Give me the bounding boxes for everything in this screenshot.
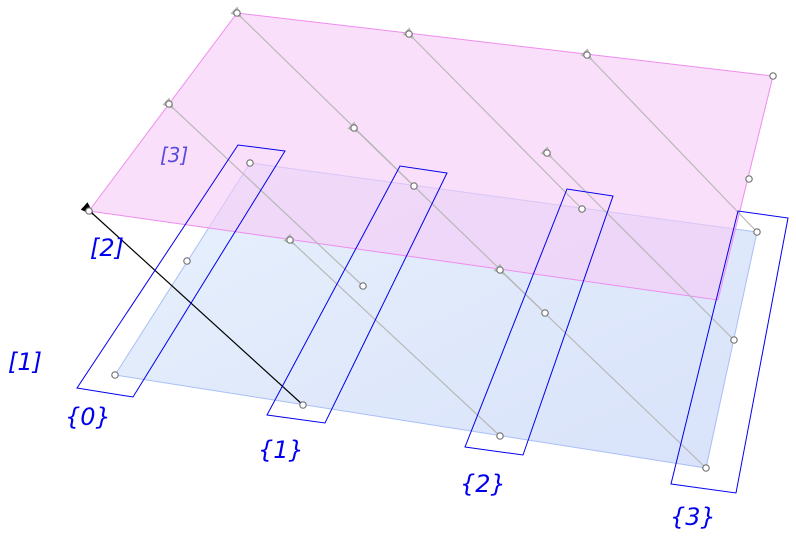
black-arrow <box>80 202 304 406</box>
point-handle[interactable] <box>85 207 93 215</box>
points <box>85 9 777 472</box>
point-handle[interactable] <box>350 124 358 132</box>
connector-arrow <box>162 97 364 287</box>
point-handle[interactable] <box>578 205 586 213</box>
point-handle[interactable] <box>410 182 418 190</box>
point-handle[interactable] <box>299 401 307 409</box>
point-handle[interactable] <box>246 159 254 167</box>
point-handle[interactable] <box>769 72 777 80</box>
layer-label-2: [2] <box>90 234 124 262</box>
slab-frame-0 <box>76 144 286 398</box>
connector-arrow <box>283 233 501 437</box>
slab-frame-2 <box>464 188 614 456</box>
point-handle[interactable] <box>496 432 504 440</box>
point-handle[interactable] <box>405 30 413 38</box>
point-handle[interactable] <box>541 309 549 317</box>
point-handle[interactable] <box>583 51 591 59</box>
point-handle[interactable] <box>359 282 367 290</box>
layer-label-1: [1] <box>8 348 42 376</box>
slab-frame-1 <box>266 165 448 424</box>
point-handle[interactable] <box>730 336 738 344</box>
point-handle[interactable] <box>753 228 761 236</box>
point-handle[interactable] <box>496 266 504 274</box>
slab-frame-3 <box>670 210 789 494</box>
point-handle[interactable] <box>286 236 294 244</box>
connector-lines <box>162 6 758 469</box>
slab-label-2: {2} <box>460 470 506 498</box>
layer-label-3: [3] <box>160 143 188 167</box>
point-handle[interactable] <box>165 100 173 108</box>
point-handle[interactable] <box>233 9 241 17</box>
slab-label-1: {1} <box>258 436 304 464</box>
slab-label-0: {0} <box>65 403 111 431</box>
slab-frames <box>76 144 789 494</box>
point-handle[interactable] <box>543 149 551 157</box>
point-handle[interactable] <box>183 257 191 265</box>
point-handle[interactable] <box>111 371 119 379</box>
slab-label-3: {3} <box>670 503 716 531</box>
connector-arrow <box>493 263 707 469</box>
connector-arrow <box>540 146 735 341</box>
connector-arrow <box>402 27 583 210</box>
point-handle[interactable] <box>702 464 710 472</box>
point-handle[interactable] <box>745 175 753 183</box>
connector-arrow <box>580 48 758 233</box>
